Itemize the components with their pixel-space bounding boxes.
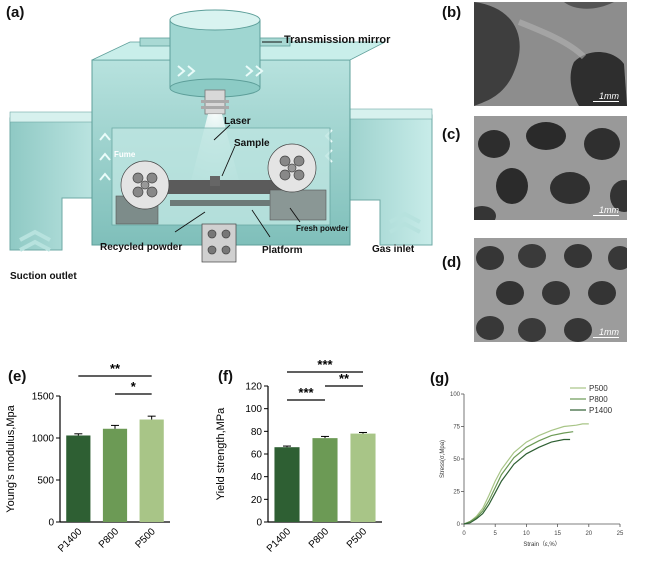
- bar-p500: [350, 433, 376, 522]
- significance-label: ***: [298, 385, 314, 400]
- y-tick-label: 50: [453, 457, 460, 463]
- significance-label: **: [339, 371, 350, 386]
- y-tick-label: 20: [251, 495, 263, 506]
- label-laser: Laser: [224, 116, 251, 127]
- x-tick-label: 25: [617, 531, 624, 537]
- scale-bar-text: 1mm: [599, 90, 619, 101]
- y-axis-label: Young's modulus,Mpa: [5, 404, 17, 512]
- sem-image-d: 1mm: [474, 238, 627, 342]
- legend-label: P500: [589, 384, 608, 393]
- lattice-sample-left: [120, 160, 170, 210]
- series-line-p500: [463, 423, 589, 525]
- y-tick-label: 1000: [32, 434, 55, 445]
- bar-p500: [139, 419, 164, 522]
- platform: [170, 200, 270, 206]
- label-fresh-powder: Fresh powder: [296, 224, 349, 233]
- x-tick-label: 15: [554, 531, 561, 537]
- significance-label: **: [110, 361, 121, 376]
- sem-image-c: 1mm: [474, 116, 627, 220]
- panel-label-g: (g): [430, 370, 450, 387]
- y-tick-label: 100: [450, 392, 461, 398]
- lattice-sample-bottom: [201, 223, 237, 263]
- label-recycled-powder: Recycled powder: [100, 242, 183, 253]
- panel-label-f: (f): [218, 368, 233, 385]
- sample-on-plate: [210, 176, 220, 186]
- label-transmission-mirror: Transmission mirror: [284, 34, 391, 46]
- y-axis-label: Yield strength,MPa: [215, 407, 227, 500]
- x-tick-label: P800: [307, 526, 332, 551]
- label-gas-inlet: Gas inlet: [372, 244, 415, 255]
- y-tick-label: 60: [251, 450, 263, 461]
- x-tick-label: 20: [585, 531, 592, 537]
- y-tick-label: 0: [457, 522, 461, 528]
- panel-label-a: (a): [6, 4, 25, 21]
- label-suction-outlet: Suction outlet: [10, 271, 77, 282]
- panel-label-c: (c): [442, 126, 461, 143]
- y-tick-label: 1500: [32, 392, 55, 403]
- y-tick-label: 100: [245, 404, 262, 415]
- label-fume: Fume: [114, 150, 136, 159]
- scale-bar-b: 1mm: [593, 90, 619, 102]
- x-tick-label: P1400: [56, 526, 85, 555]
- x-tick-label: P500: [345, 526, 370, 551]
- y-tick-label: 0: [256, 518, 262, 529]
- scale-bar-c: 1mm: [593, 204, 619, 216]
- x-tick-label: P500: [133, 526, 158, 551]
- scale-bar-text: 1mm: [599, 204, 619, 215]
- y-tick-label: 80: [251, 427, 263, 438]
- y-tick-label: 75: [453, 425, 460, 431]
- flow-chevrons: [19, 65, 421, 252]
- bar-p1400: [274, 447, 300, 522]
- x-tick-label: 10: [523, 531, 530, 537]
- build-plate: [150, 180, 290, 194]
- bar-p800: [312, 438, 338, 522]
- x-axis-label: Strain（ε,%）: [523, 541, 560, 548]
- series-line-p1400: [463, 438, 571, 525]
- significance-label: ***: [317, 360, 333, 372]
- transmission-mirror-top: [169, 9, 261, 31]
- fresh-powder-bin: [269, 189, 327, 221]
- legend-label: P1400: [589, 406, 613, 415]
- x-tick-label: P1400: [265, 526, 294, 555]
- significance-label: *: [131, 379, 137, 394]
- bar-p1400: [66, 435, 91, 522]
- x-tick-label: 0: [462, 531, 466, 537]
- y-tick-label: 25: [453, 490, 460, 496]
- x-tick-label: P800: [97, 526, 122, 551]
- lattice-sample-right: [267, 143, 317, 193]
- scale-bar-d: 1mm: [593, 326, 619, 338]
- slm-schematic: [9, 9, 433, 263]
- sem-image-b: 1mm: [474, 2, 627, 106]
- y-axis-label: Stress(σ,Mpa): [440, 440, 446, 478]
- bar-p800: [102, 428, 128, 522]
- label-platform: Platform: [262, 245, 303, 256]
- panel-label-d: (d): [442, 254, 462, 271]
- scale-bar-text: 1mm: [599, 326, 619, 337]
- legend-label: P800: [589, 395, 608, 404]
- y-tick-label: 40: [251, 472, 263, 483]
- y-tick-label: 120: [245, 382, 262, 393]
- panel-label-b: (b): [442, 4, 462, 21]
- transmission-mirror-cylinder: [169, 19, 261, 89]
- y-tick-label: 0: [48, 518, 54, 529]
- panel-label-e: (e): [8, 368, 27, 385]
- y-tick-label: 500: [37, 476, 54, 487]
- label-sample: Sample: [234, 138, 270, 149]
- series-line-p800: [463, 431, 574, 525]
- x-tick-label: 5: [494, 531, 498, 537]
